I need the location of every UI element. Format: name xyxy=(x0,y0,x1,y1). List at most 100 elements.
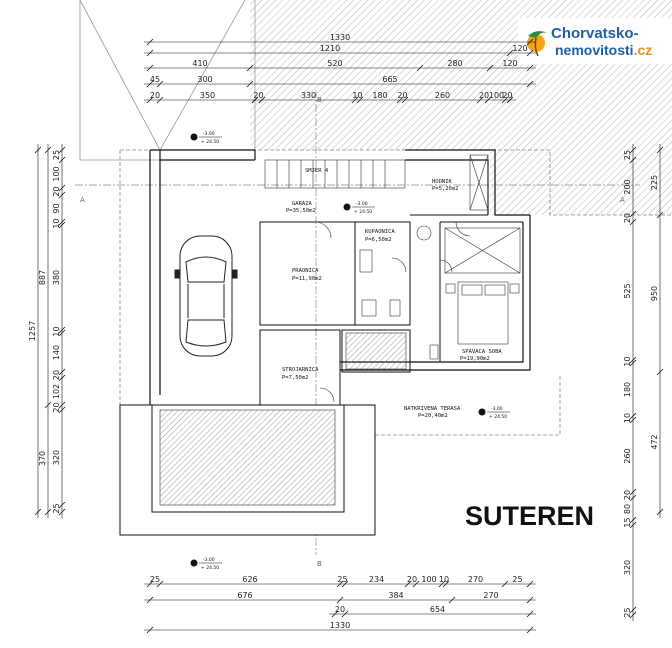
dim-top-r5-label-6: 20 xyxy=(397,91,407,100)
dim-bot-r1-label-2: 25 xyxy=(337,575,347,584)
dim-bot-r3-label-0: 20 xyxy=(335,605,345,614)
dim-left-inner-label-6: 10 xyxy=(52,326,61,336)
dim-left-inner-label-9: 102 xyxy=(52,384,61,399)
dim-right-a-label-7: 260 xyxy=(623,448,632,463)
dim-top-r3-label-3: 120 xyxy=(502,59,517,68)
svg-text:+ 24.50: + 24.50 xyxy=(354,209,372,215)
dim-bot-r3-label-1: 654 xyxy=(430,605,445,614)
staircase xyxy=(264,159,406,189)
room-kupaonica-area: P=6,50m2 xyxy=(365,237,392,243)
car-icon xyxy=(174,235,238,357)
pool-terrace xyxy=(119,404,376,536)
svg-text:+ 24.50: + 24.50 xyxy=(489,414,507,420)
dim-bot-r1-label-8: 25 xyxy=(512,575,522,584)
double-bed xyxy=(445,281,520,345)
dim-bot-r1-label-7: 270 xyxy=(468,575,483,584)
section-a-left: A xyxy=(80,196,85,204)
level-marker-2: -3.00 + 24.50 xyxy=(343,201,375,215)
svg-text:-3.00: -3.00 xyxy=(203,557,215,563)
logo-line1: Chorvatsko- xyxy=(551,25,639,42)
svg-text:-3.00: -3.00 xyxy=(203,131,215,137)
room-pracnica-area: P=11,90m2 xyxy=(292,276,322,282)
dim-right-a-label-9: 80 xyxy=(623,504,632,514)
dim-right-a-label-4: 10 xyxy=(623,356,632,366)
level-marker-4: -3.00 + 24.50 xyxy=(190,557,222,571)
room-spavaca-area: P=19,90m2 xyxy=(460,356,490,362)
slope-lines xyxy=(79,0,256,161)
dim-right-b-label-0: 225 xyxy=(650,175,659,190)
dim-left-mid-label-0: 887 xyxy=(38,270,47,285)
svg-text:+ 24.50: + 24.50 xyxy=(201,139,219,145)
dim-right-a-label-0: 25 xyxy=(623,150,632,160)
dim-right-b-label-1: 950 xyxy=(650,286,659,301)
room-hodnik-name: HODNIK xyxy=(432,179,453,185)
dim-left-outer-label-0: 1257 xyxy=(28,321,37,341)
dim-bot-r1-label-3: 234 xyxy=(369,575,384,584)
room-spavaca-name: SPAVACA SOBA xyxy=(462,349,502,355)
stairs-note: SMJER 4 xyxy=(305,168,329,174)
dim-left-inner-label-10: 20 xyxy=(52,402,61,412)
exterior-walls xyxy=(149,149,531,405)
dim-right-b-label-2: 472 xyxy=(650,434,659,449)
site-logo: Chorvatsko- nemovitosti.cz xyxy=(518,18,672,64)
dim-top-r5-label-7: 260 xyxy=(435,91,450,100)
dim-right-a-label-1: 200 xyxy=(623,179,632,194)
room-strojarnica-name: STROJARNICA xyxy=(282,367,319,373)
dim-top-r2-label-1: 120 xyxy=(512,44,527,53)
dim-bot-r1-label-1: 626 xyxy=(242,575,257,584)
room-garaza-area: P=35,50m2 xyxy=(286,208,316,214)
dim-top-r4-label-2: 665 xyxy=(382,75,397,84)
dim-top-r5-label-0: 20 xyxy=(150,91,160,100)
bathroom-fixtures xyxy=(359,225,432,317)
dim-left-inner-label-8: 20 xyxy=(52,370,61,380)
dim-right-a-label-2: 20 xyxy=(623,213,632,223)
dim-top-r5-label-10: 20 xyxy=(502,91,512,100)
dim-right-a-label-12: 25 xyxy=(623,607,632,617)
section-lines xyxy=(75,90,640,555)
section-b-bottom: B xyxy=(317,560,322,568)
dim-bot-r2-label-1: 384 xyxy=(388,591,403,600)
room-garaza-name: GARAZA xyxy=(292,201,313,207)
dim-right-a-label-8: 20 xyxy=(623,490,632,500)
dim-bot-r2-label-2: 270 xyxy=(483,591,498,600)
dim-top-r4-label-0: 45 xyxy=(150,75,160,84)
dim-left-inner-label-1: 100 xyxy=(52,166,61,181)
door-swings xyxy=(314,221,471,403)
room-strojarnica-area: P=7,50m2 xyxy=(282,375,309,381)
dim-bot-r2-label-0: 676 xyxy=(237,591,252,600)
room-pracnica-name: PRAONICA xyxy=(292,268,319,274)
hatched-box xyxy=(345,332,407,370)
dim-bot-r1-label-4: 20 xyxy=(407,575,417,584)
dim-right-a-label-6: 10 xyxy=(623,413,632,423)
roof-outline-dashed xyxy=(119,149,672,436)
logo-line2: nemovitosti.cz xyxy=(555,42,652,58)
dim-left-inner-label-2: 20 xyxy=(52,186,61,196)
wardrobe xyxy=(444,154,521,274)
dim-right-a-label-10: 15 xyxy=(623,517,632,527)
section-a-right: A xyxy=(620,196,625,204)
dim-top-r5-label-9: 100 xyxy=(489,91,504,100)
room-kupaonica-name: KUPAONICA xyxy=(365,229,395,235)
dim-top-r5-label-4: 10 xyxy=(352,91,362,100)
palm-icon xyxy=(528,31,548,38)
dim-top-r5-label-3: 330 xyxy=(301,91,316,100)
dim-left-inner-label-5: 380 xyxy=(52,270,61,285)
dim-top-r5-label-8: 20 xyxy=(479,91,489,100)
dim-top-r5-label-5: 180 xyxy=(372,91,387,100)
dim-bot-r1-label-6: 10 xyxy=(439,575,449,584)
dim-top-r3-label-0: 410 xyxy=(192,59,207,68)
room-terasa-name: NATKRIVENA TERASA xyxy=(404,406,461,412)
dim-right-a-label-11: 320 xyxy=(623,560,632,575)
level-marker-3: -3.00 + 24.50 xyxy=(478,406,510,420)
dim-top-r2-label-0: 1210 xyxy=(320,44,340,53)
plan-title: SUTEREN xyxy=(465,501,594,531)
dim-top-r5-label-2: 20 xyxy=(253,91,263,100)
dim-bot-r1-label-5: 100 xyxy=(421,575,436,584)
dim-top-r1-label-0: 1330 xyxy=(330,33,350,42)
dim-right-a-label-3: 525 xyxy=(623,283,632,298)
dim-left-inner-label-7: 140 xyxy=(52,345,61,360)
dim-left-inner-label-4: 10 xyxy=(52,218,61,228)
